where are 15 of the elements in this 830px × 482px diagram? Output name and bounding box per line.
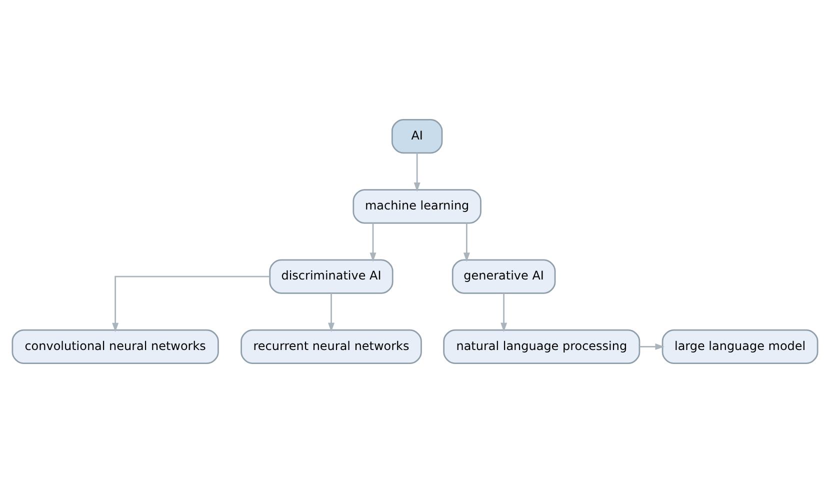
arrow <box>414 152 420 192</box>
node-box: machine learning <box>352 188 482 224</box>
node-box: natural language processing <box>443 328 640 364</box>
arrow <box>463 222 470 262</box>
node-box: recurrent neural networks <box>240 328 422 364</box>
arrow <box>370 222 376 262</box>
node-box: generative AI <box>452 258 556 294</box>
node-box: discriminative AI <box>269 258 394 294</box>
arrow <box>640 342 664 350</box>
arrow <box>112 275 270 332</box>
node-box: large language model <box>662 328 818 364</box>
arrow <box>500 292 508 332</box>
node-box: convolutional neural networks <box>12 328 219 364</box>
arrow <box>328 292 334 332</box>
node-box: AI <box>391 118 443 154</box>
